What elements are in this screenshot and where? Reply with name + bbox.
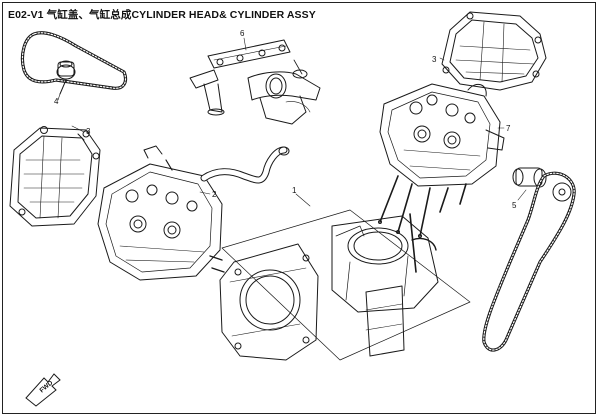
timing-chain-left-part [20, 31, 128, 95]
diagram-title: E02-V1 气缸盖、气缸总成CYLINDER HEAD& CYLINDER A… [8, 9, 316, 21]
valve-cover-right-part [441, 11, 547, 91]
cylinder-head-left-part [97, 145, 290, 281]
callout-valve-cover-right: 3 [432, 55, 437, 64]
intake-manifold-part [189, 39, 321, 125]
cylinder-block-part [219, 209, 471, 361]
forward-arrow-icon: FWD [25, 373, 61, 407]
callout-timing-chain-left: 4 [54, 97, 59, 106]
callout-timing-chain-right: 5 [512, 201, 517, 210]
valve-cover-left-part [9, 126, 101, 227]
timing-chain-right-part [482, 167, 576, 352]
cylinder-head-right-part [378, 83, 505, 238]
leader-lines [57, 37, 527, 207]
callout-cylinder-head-left: 2 [212, 190, 217, 199]
page-border [2, 2, 596, 414]
callout-intake-manifold: 6 [240, 29, 245, 38]
callout-cylinder-block: 1 [292, 186, 297, 195]
callout-valve-cover-left: 3 [86, 127, 91, 136]
callout-cylinder-head-right: 7 [506, 124, 511, 133]
